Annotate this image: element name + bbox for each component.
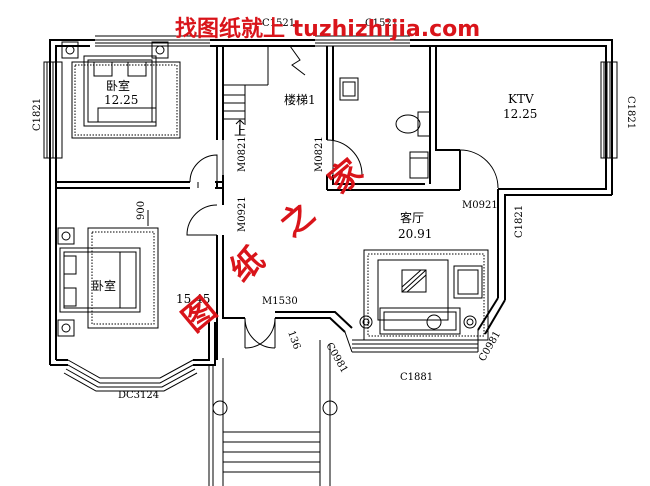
- label-c1821-right: C1821: [625, 96, 636, 129]
- living-area: 20.91: [398, 227, 432, 241]
- staircase: [223, 45, 306, 135]
- ktv-name: KTV: [508, 92, 534, 106]
- label-c1521-left: C1521: [262, 18, 295, 29]
- door-swings: [186, 139, 499, 349]
- bathroom-fixtures: [339, 77, 431, 179]
- label-c1821-left: C1821: [32, 98, 43, 131]
- label-m0821-a: M0821: [237, 136, 248, 172]
- label-c1521-right: C1521: [365, 18, 398, 29]
- label-m0921-b: M0921: [462, 200, 498, 211]
- bedroom-top-area: 12.25: [104, 93, 138, 107]
- dimension-136: 136: [285, 329, 302, 351]
- bedroom-bottom-area: 15.45: [176, 292, 210, 306]
- label-m0921-a: M0921: [237, 196, 248, 232]
- bed-bottom: [57, 210, 159, 337]
- stairs-name: 楼梯1: [284, 92, 316, 107]
- bay-window: [63, 359, 198, 392]
- window-top-right: [315, 35, 410, 47]
- watermark-char-4: 家: [321, 151, 370, 201]
- bedroom-top-name: 卧室: [106, 78, 130, 93]
- dimension-900: 900: [136, 201, 147, 220]
- stairs-up: 上: [234, 124, 246, 138]
- bed-top: [61, 41, 181, 139]
- label-c0981-right: C0981: [477, 329, 503, 363]
- window-right: [600, 61, 618, 159]
- label-c1881: C1881: [400, 372, 433, 383]
- bedroom-bottom-name: 卧室: [92, 278, 116, 293]
- ktv-area: 12.25: [503, 107, 537, 121]
- label-c1821-mid: C1821: [514, 205, 525, 238]
- outer-walls: [49, 39, 613, 366]
- entry-steps: [208, 340, 338, 486]
- label-dc3124: DC3124: [118, 390, 159, 401]
- label-m0821-b: M0821: [314, 136, 325, 172]
- sofa-set: [359, 249, 489, 341]
- label-c0981-left: C0981: [323, 341, 349, 375]
- window-left: [43, 61, 63, 159]
- watermark-char-2: 纸: [223, 239, 272, 289]
- living-name: 客厅: [400, 210, 424, 225]
- watermark-char-3: 之: [273, 194, 322, 244]
- label-m1530: M1530: [262, 296, 298, 307]
- watermark-top: 找图纸就上 tuzhizhijia.com: [175, 16, 480, 42]
